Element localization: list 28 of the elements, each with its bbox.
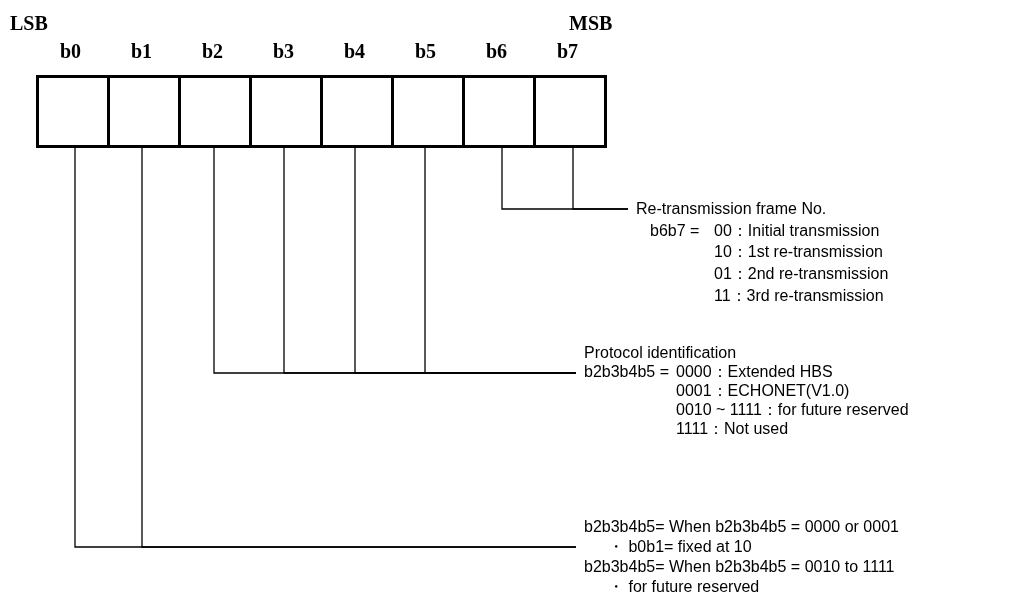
value-line: 10：1st re-transmission: [714, 242, 883, 262]
leader-line: [424, 147, 577, 374]
bit-label: b5: [415, 40, 437, 62]
bit-label: b1: [131, 40, 153, 62]
value-line: 00：Initial transmission: [714, 220, 880, 240]
value-line: 0010 ~ 1111：for future reserved: [676, 400, 909, 419]
bit-label: b6: [486, 40, 508, 62]
bit-order-label: MSB: [569, 12, 613, 34]
value-line: 01：2nd re-transmission: [714, 264, 889, 284]
bit-label: b3: [273, 40, 295, 62]
value-line: b2b3b4b5= When b2b3b4b5 = 0010 to 1111: [584, 557, 895, 576]
bit-label: b4: [344, 40, 366, 62]
bit-label: b7: [557, 40, 579, 62]
bit-label: b0: [60, 40, 82, 62]
value-line: 0000：Extended HBS: [676, 362, 833, 381]
value-line: b2b3b4b5 =: [584, 362, 669, 381]
value-line: ・ for future reserved: [608, 577, 760, 596]
bit-label: b2: [202, 40, 224, 62]
value-line: 0001：ECHONET(V1.0): [676, 381, 850, 400]
value-line: b2b3b4b5= When b2b3b4b5 = 0000 or 0001: [584, 517, 899, 536]
field-title: Re-transmission frame No.: [636, 199, 827, 218]
field-title: Protocol identification: [584, 343, 737, 362]
value-line: ・ b0b1= fixed at 10: [608, 537, 752, 556]
bit-order-label: LSB: [10, 12, 48, 34]
value-line: 1111：Not used: [676, 419, 789, 438]
value-line: b6b7 =: [650, 220, 700, 240]
value-line: 11：3rd re-transmission: [714, 285, 884, 305]
leader-line: [572, 147, 629, 210]
